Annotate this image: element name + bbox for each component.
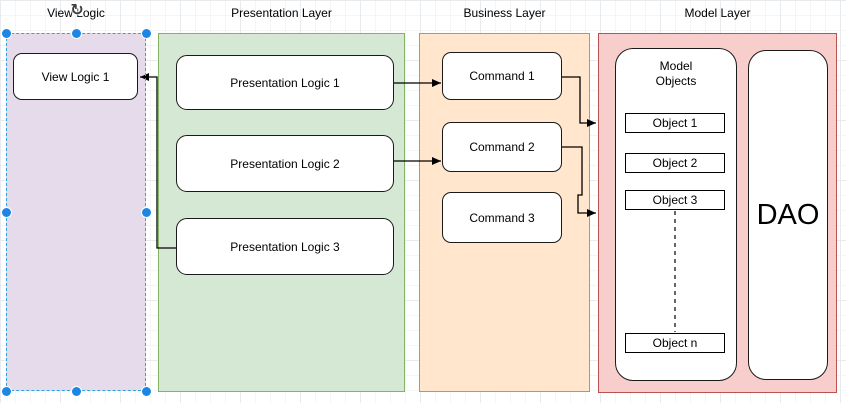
node-object-n[interactable]: Object n <box>625 333 725 353</box>
selection-handle-top-center[interactable] <box>72 29 81 38</box>
title-presentation-layer[interactable]: Presentation Layer <box>231 6 332 20</box>
selection-handle-bottom-right[interactable] <box>142 387 151 396</box>
node-presentation-logic-3[interactable]: Presentation Logic 3 <box>176 218 394 275</box>
node-presentation-logic-1[interactable]: Presentation Logic 1 <box>176 55 394 110</box>
model-objects-label: Model Objects <box>655 59 697 88</box>
node-object-2[interactable]: Object 2 <box>625 153 725 173</box>
title-business-layer[interactable]: Business Layer <box>463 6 546 20</box>
node-presentation-logic-2[interactable]: Presentation Logic 2 <box>176 135 394 192</box>
selection-handle-bottom-left[interactable] <box>2 387 11 396</box>
selection-handle-middle-right[interactable] <box>142 208 151 217</box>
node-object-1[interactable]: Object 1 <box>625 113 725 133</box>
node-command-2[interactable]: Command 2 <box>442 122 562 172</box>
node-view-logic-1[interactable]: View Logic 1 <box>13 53 138 100</box>
node-command-1[interactable]: Command 1 <box>442 52 562 100</box>
node-object-3[interactable]: Object 3 <box>625 190 725 210</box>
node-dao[interactable]: DAO <box>748 50 828 380</box>
selection-handle-top-right[interactable] <box>142 29 151 38</box>
rotate-icon[interactable]: ↻ <box>70 2 84 19</box>
selection-handle-middle-left[interactable] <box>2 208 11 217</box>
node-command-3[interactable]: Command 3 <box>442 192 562 243</box>
selection-handle-top-left[interactable] <box>2 29 11 38</box>
title-view-logic[interactable]: View Logic <box>47 6 105 20</box>
node-model-objects[interactable]: Model Objects <box>615 48 737 381</box>
title-model-layer[interactable]: Model Layer <box>684 6 751 20</box>
selection-handle-bottom-center[interactable] <box>72 387 81 396</box>
